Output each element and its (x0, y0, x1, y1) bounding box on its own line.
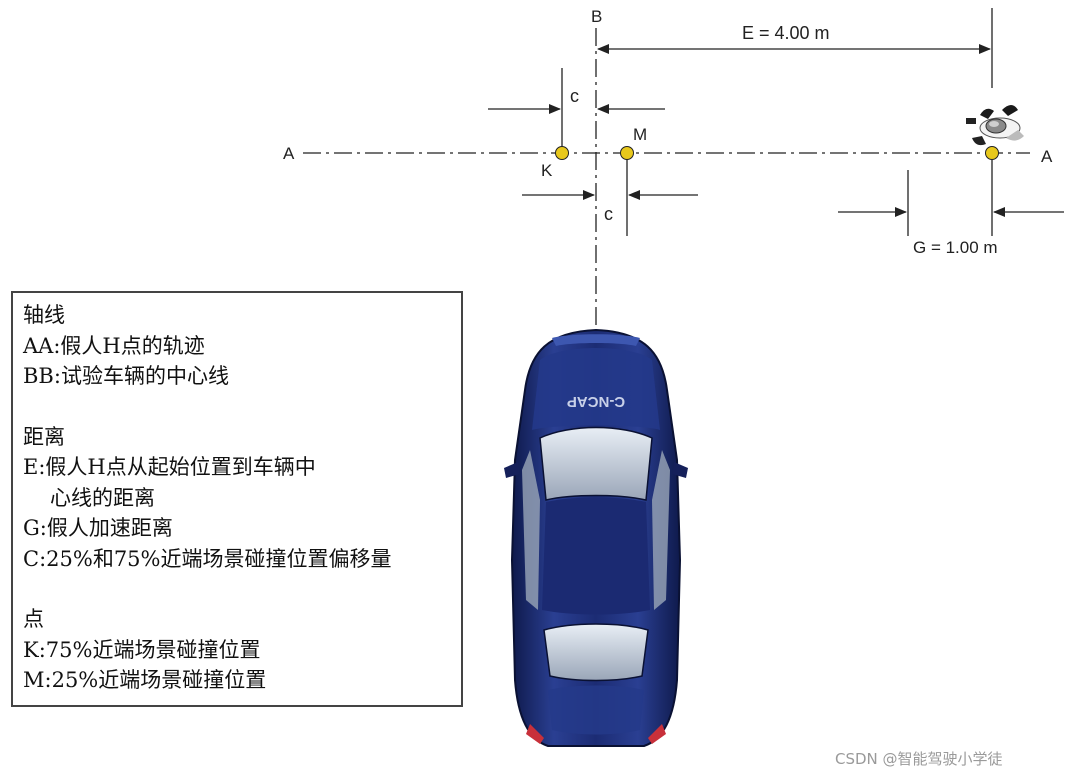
point-m-marker (620, 146, 634, 160)
legend-aa: AA:假人H点的轨迹 (23, 333, 205, 358)
vehicle-roof-text: C-NCAP (567, 393, 625, 410)
test-vehicle: C-NCAP (504, 328, 688, 747)
point-k-marker (555, 146, 569, 160)
roof (542, 497, 650, 615)
left-mirror (504, 462, 520, 478)
right-mirror (672, 462, 688, 478)
dim-c-lower-label: c (604, 204, 613, 224)
dim-g-label: G = 1.00 m (913, 238, 998, 257)
legend-m: M:25%近端场景碰撞位置 (23, 668, 267, 692)
legend-k: K:75%近端场景碰撞位置 (23, 637, 261, 662)
dim-e-label: E = 4.00 m (742, 23, 830, 43)
legend-g: G:假人加速距离 (23, 516, 173, 540)
dim-c-upper-label: c (570, 86, 579, 106)
legend-bb: BB:试验车辆的中心线 (23, 364, 229, 388)
dummy-h-point-marker (985, 146, 999, 160)
axis-b-label: B (591, 7, 602, 26)
legend-distance-heading: 距离 (23, 424, 65, 449)
pedestrian-dummy (966, 105, 1024, 146)
watermark: CSDN @智能驾驶小学徒 (835, 750, 1003, 768)
legend-e-line2: 心线的距离 (50, 485, 155, 510)
legend-box: 轴线 AA:假人H点的轨迹 BB:试验车辆的中心线 距离 E:假人H点从起始位置… (11, 291, 463, 707)
axis-a-right-label: A (1041, 147, 1053, 166)
axis-a-left-label: A (283, 144, 295, 163)
legend-axes-heading: 轴线 (23, 303, 65, 327)
point-k-label: K (541, 161, 553, 180)
windshield (539, 426, 653, 501)
legend-e-line1: E:假人H点从起始位置到车辆中 (23, 455, 316, 479)
legend-c: C:25%和75%近端场景碰撞位置偏移量 (23, 546, 392, 571)
legend-points-heading: 点 (23, 607, 44, 631)
point-m-label: M (633, 125, 647, 144)
rear-window (543, 623, 649, 682)
